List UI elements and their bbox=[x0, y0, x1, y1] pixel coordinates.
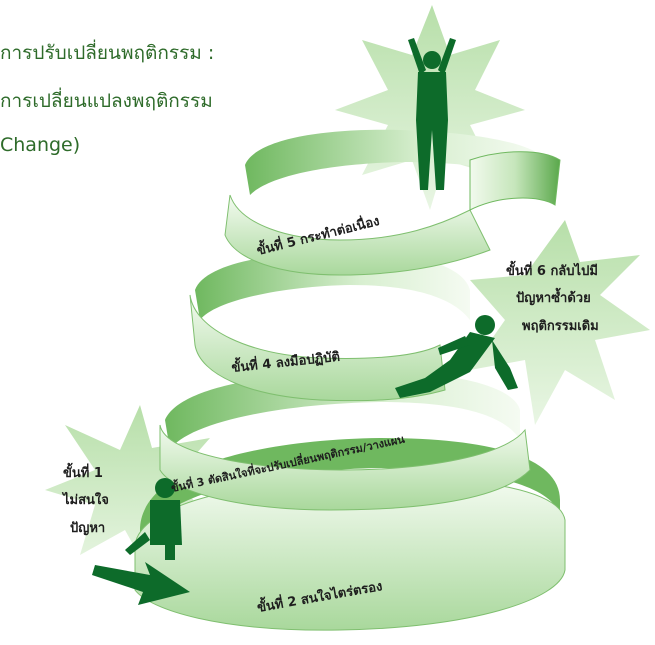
stage-6-label-line-3: พฤติกรรมเดิม bbox=[522, 319, 599, 334]
ribbon-stage-4 bbox=[189, 294, 446, 402]
figure-sitting bbox=[125, 478, 182, 560]
stage-6-label-line-2: ปัญหาซ้ำด้วย bbox=[516, 287, 591, 306]
ribbon-top-tail bbox=[469, 151, 561, 211]
stage-6-label-line-1: ขั้นที่ 6 กลับไปมี bbox=[506, 260, 598, 279]
stage-1-label-line-3: ปัญหา bbox=[70, 521, 105, 536]
diagram-title-line-3: Change) bbox=[0, 134, 81, 156]
progress-arrow bbox=[92, 562, 190, 605]
diagram-title-line-2: การเปลี่ยนแปลงพฤติกรรม bbox=[0, 90, 213, 112]
ribbon-stage-3 bbox=[159, 424, 531, 511]
stage-1-label-line-1: ขั้นที่ 1 bbox=[63, 462, 103, 481]
stage-1-label-line-2: ไม่สนใจ bbox=[61, 491, 109, 508]
diagram-title-line-1: การปรับเปลี่ยนพฤติกรรม : bbox=[0, 42, 215, 64]
stage-6-starburst bbox=[470, 220, 650, 425]
figure-falling bbox=[395, 315, 518, 398]
ribbon-stage-5 bbox=[224, 194, 491, 276]
ribbon-stage-5-inner bbox=[245, 129, 540, 195]
figure-celebrating bbox=[408, 38, 456, 190]
